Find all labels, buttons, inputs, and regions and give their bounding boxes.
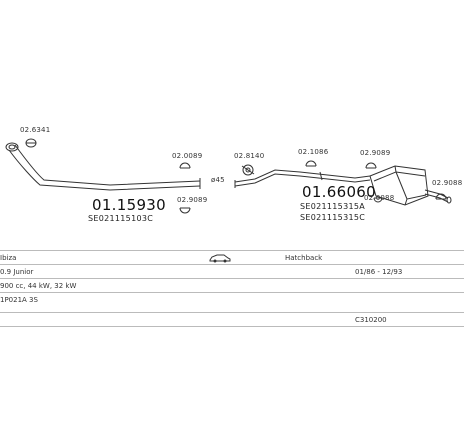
front-pipe-code: 01.15930 (92, 196, 166, 214)
front-flange (5, 142, 19, 152)
exhaust-diagram: 02.6341 02.0089 02.8140 02.1086 02.9089 … (5, 126, 463, 223)
label-clamp-b: 02.8140 (234, 152, 265, 160)
exhaust-drawing (5, 138, 452, 214)
clamp-icons (25, 138, 447, 214)
label-clamp-g: 02.0088 (364, 194, 395, 202)
label-clamp-a: 02.0089 (172, 152, 203, 160)
info-row-catalogue: C310200 (0, 312, 464, 327)
vehicle-info-table: Ibiza Hatchback 0.9 Junior 01/86 - 12/93… (0, 250, 464, 330)
middle-pipe (234, 169, 371, 187)
info-row-model: Ibiza Hatchback (0, 250, 464, 265)
catalogue-code: C310200 (355, 316, 387, 324)
hatchback-car-icon (209, 254, 231, 263)
trim-name: 0.9 Junior (0, 268, 34, 276)
body-type: Hatchback (285, 254, 323, 262)
rear-muffler-ref-1: SE021115315A (300, 202, 366, 211)
clamp-icon-f (435, 193, 447, 200)
info-row-trim: 0.9 Junior 01/86 - 12/93 (0, 264, 464, 279)
rear-muffler-ref-2: SE021115315C (300, 213, 366, 222)
info-row-engine: 900 cc, 44 kW, 32 kW (0, 278, 464, 293)
engine-spec: 900 cc, 44 kW, 32 kW (0, 282, 77, 290)
clamp-icon-e (365, 162, 377, 169)
label-diameter: ø45 (211, 176, 225, 184)
front-pipe-ref: SE021115103C (88, 214, 154, 223)
label-clamp-f: 02.9088 (432, 179, 463, 187)
connector-marks (199, 171, 323, 189)
front-pipe (8, 144, 201, 191)
engine-code: 1P021A 3S (0, 296, 38, 304)
date-range: 01/86 - 12/93 (355, 268, 403, 276)
clamp-icon-b (241, 164, 255, 176)
info-row-engine-code: 1P021A 3S (0, 292, 464, 307)
clamp-icon-c (305, 160, 317, 167)
label-clamp-d: 02.9089 (177, 196, 208, 204)
info-table-bottom-line (0, 326, 464, 328)
clamp-icon-d (179, 207, 191, 214)
clamp-icon-g (373, 197, 383, 203)
label-clamp-c: 02.1086 (298, 148, 329, 156)
model-name: Ibiza (0, 254, 17, 262)
label-clamp-front: 02.6341 (20, 126, 51, 134)
clamp-icon-front (25, 138, 37, 148)
clamp-icon-a (179, 162, 191, 169)
rear-muffler-code: 01.66060 (302, 183, 376, 201)
label-clamp-e: 02.9089 (360, 149, 391, 157)
